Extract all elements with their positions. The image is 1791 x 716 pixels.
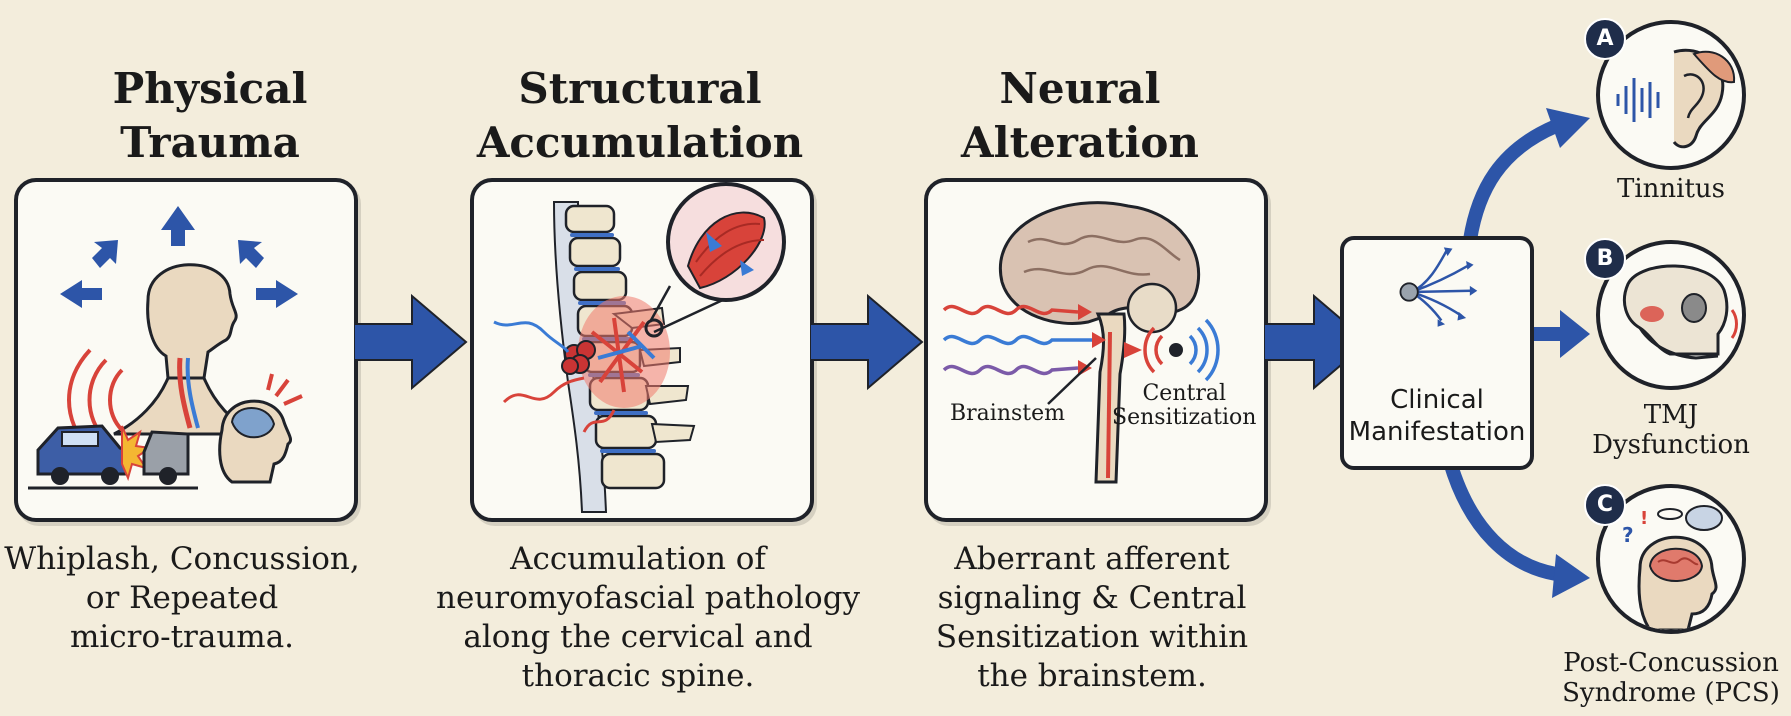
tmj-label-line-2: Dysfunction (1566, 430, 1776, 460)
physical-trauma-panel (14, 178, 358, 522)
physical-trauma-illustration (18, 182, 354, 518)
stage-2-caption-line-3: along the cervical and (436, 618, 840, 657)
tmj-label: TMJ Dysfunction (1566, 400, 1776, 460)
stage-3-caption-line-1: Aberrant afferent (912, 540, 1272, 579)
svg-text:?: ? (1622, 523, 1634, 547)
stage-2-caption-line-1: Accumulation of (436, 540, 840, 579)
clinical-line-2: Manifestation (1344, 416, 1530, 448)
brainstem-illustration (928, 182, 1264, 518)
structural-accumulation-panel (470, 178, 814, 522)
tinnitus-label-line-1: Tinnitus (1566, 174, 1776, 204)
brainstem-label: Brainstem (950, 402, 1065, 426)
stage-3-title-line-2: Alteration (930, 116, 1230, 170)
clinical-manifestation-label: Clinical Manifestation (1344, 384, 1530, 448)
stage-3-caption: Aberrant afferent signaling & Central Se… (912, 540, 1272, 696)
central-sensitization-line-2: Sensitization (1112, 406, 1256, 430)
head-profile (148, 265, 237, 378)
branching-icon (1344, 240, 1530, 380)
stage-1-title: Physical Trauma (60, 62, 360, 170)
central-sensitization-label: Central Sensitization (1112, 382, 1256, 430)
pcs-label-line-2: Syndrome (PCS) (1556, 678, 1786, 708)
pcs-label: Post-Concussion Syndrome (PCS) (1556, 648, 1786, 708)
stage-2-title-line-2: Accumulation (470, 116, 810, 170)
pcs-label-line-1: Post-Concussion (1556, 648, 1786, 678)
stage-3-caption-line-3: Sensitization within (912, 618, 1272, 657)
branch-arrow-tinnitus (1470, 126, 1556, 240)
stage-3-title: Neural Alteration (930, 62, 1230, 170)
badge-b: B (1584, 238, 1626, 280)
svg-text:!: ! (1640, 508, 1648, 529)
stage-1-caption-line-2: or Repeated (0, 579, 364, 618)
stage-1-title-line-1: Physical (60, 62, 360, 116)
stage-2-caption-line-2: neuromyofascial pathology (436, 579, 840, 618)
stage-2-title-line-1: Structural (470, 62, 810, 116)
flow-arrow-2 (810, 292, 926, 392)
neural-alteration-panel: Brainstem Central Sensitization (924, 178, 1268, 522)
clinical-manifestation-box: Clinical Manifestation (1340, 236, 1534, 470)
spine-illustration (474, 182, 810, 518)
stage-3-title-line-1: Neural (930, 62, 1230, 116)
flow-arrow-1 (354, 292, 470, 392)
stage-3-caption-line-4: the brainstem. (912, 657, 1272, 696)
stage-1-caption-line-3: micro-trauma. (0, 618, 364, 657)
car-collision-icon (28, 426, 198, 488)
stage-2-caption-line-4: thoracic spine. (436, 657, 840, 696)
stage-2-title: Structural Accumulation (470, 62, 810, 170)
stage-1-caption-line-1: Whiplash, Concussion, (0, 540, 364, 579)
tinnitus-label: Tinnitus (1566, 174, 1776, 204)
muscle-magnifier-icon (668, 184, 784, 300)
stage-3-caption-line-2: signaling & Central (912, 579, 1272, 618)
badge-c: C (1584, 484, 1626, 526)
brainstem-pointer-line (1048, 358, 1096, 404)
stage-2-caption: Accumulation of neuromyofascial patholog… (436, 540, 840, 696)
branch-arrow-pcs (1450, 462, 1556, 574)
stage-1-title-line-2: Trauma (60, 116, 360, 170)
concussion-head-icon (220, 374, 302, 482)
central-sensitization-line-1: Central (1112, 382, 1256, 406)
tmj-label-line-1: TMJ (1566, 400, 1776, 430)
badge-a: A (1584, 18, 1626, 60)
stage-1-caption: Whiplash, Concussion, or Repeated micro-… (0, 540, 364, 657)
clinical-line-1: Clinical (1344, 384, 1530, 416)
